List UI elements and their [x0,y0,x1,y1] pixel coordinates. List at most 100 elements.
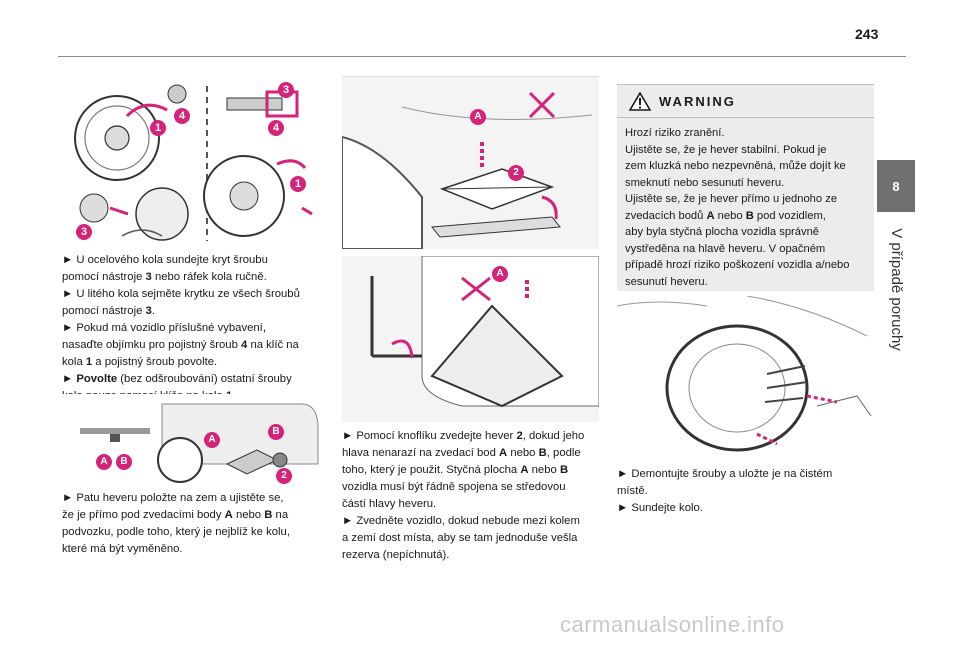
col1-p1: ► U ocelového kola sundejte kryt šroubu p… [62,252,337,286]
text: nebo [714,209,746,222]
figure-wheel-cover: 1 4 3 4 1 3 [62,76,317,246]
chapter-number: 8 [892,178,900,194]
text: zvedacích bodů [625,209,707,222]
jack-points-illustration [80,403,319,483]
text: ► U litého kola sejměte krytku ze všech … [62,288,300,300]
text: pomocí nástroje [62,305,146,317]
text: ► Pomocí knoflíku zvedejte hever [342,430,517,442]
page-number: 243 [855,26,879,42]
col3-p1: ► Demontujte šrouby a uložte je na čisté… [617,466,877,500]
warning-text: Hrozí riziko zranění. Ujistěte se, že je… [625,125,869,290]
col2-instructions: ► Pomocí knoflíku zvedejte hever 2, doku… [342,428,607,564]
callout-4: 4 [174,108,190,124]
warning-line: vystředěna na hlavě heveru. V opačném [625,242,826,255]
text: nebo [528,464,560,476]
figure-jack-points: A B A B 2 [62,394,320,486]
col1-p2: ► U litého kola sejměte krytku ze všech … [62,286,337,320]
text: a pojistný šroub povolte. [92,356,218,368]
text: 3 [145,305,152,317]
wheel-cover-illustration [74,84,313,241]
warning-line: Ujistěte se, že je hever přímo u jednoho… [625,193,838,205]
text: pomocí nástroje [62,271,146,283]
wheel-removal-illustration [617,296,872,452]
text: ► U ocelového kola sundejte kryt šroubu [62,254,268,266]
text: , dokud jeho [522,430,585,442]
chapter-title-text: V případě poruchy [887,227,905,351]
col2-p2: ► Zvedněte vozidlo, dokud nebude mezi ko… [342,513,607,564]
text: toho, který je použit. Styčná plocha [342,464,521,476]
text: A [706,209,715,222]
col3-instructions: ► Demontujte šrouby a uložte je na čisté… [617,466,877,517]
text: A [499,447,508,459]
text: . [151,305,155,317]
text: nebo [232,509,265,521]
warning-line: zvedacích bodů A nebo B pod vozidlem, [625,208,869,225]
text: nasaďte objímku pro pojistný šroub [62,339,242,351]
warning-line: zem kluzká nebo nezpevněná, může dojít k… [625,160,846,172]
text: B [745,209,754,222]
text: B [538,447,547,459]
warning-title: WARNING [659,94,736,109]
text: A [520,464,529,476]
col1-p5: ► Patu heveru položte na zem a ujistěte … [62,490,337,558]
callout-2-raise: 2 [508,165,524,181]
chapter-title: V případě poruchy [877,214,915,364]
callout-a: A [204,432,220,448]
warning-line: Hrozí riziko zranění. [625,127,725,139]
text: nebo ráfek kola ručně. [151,271,267,283]
figure-jack-raise: A 2 [342,76,599,249]
col1-instructions-b: ► Patu heveru položte na zem a ujistěte … [62,490,337,558]
chapter-tab[interactable]: 8 [877,160,915,212]
text: ► Zvedněte vozidlo, dokud nebude mezi ko… [342,515,580,527]
text: 4 [241,339,248,351]
text: pod vozidlem, [753,209,826,222]
text: B [264,509,273,521]
callout-1: 1 [150,120,166,136]
warning-separator [617,117,874,118]
callout-b-left: B [116,454,132,470]
warning-line: Ujistěte se, že je hever stabilní. Pokud… [625,143,827,156]
callout-3: 3 [278,82,294,98]
text: že je přímo pod zvedacími body [62,509,225,521]
col2-p1: ► Pomocí knoflíku zvedejte hever 2, doku… [342,428,607,513]
text: A [224,509,233,521]
text: nebo [507,447,539,459]
warning-line: smeknutí nebo sesunutí heveru. [625,176,785,189]
warning-line: aby byla styčná plocha vozidla správně [625,226,820,238]
text: hlava nenarazí na zvedací bod [342,447,500,459]
text: , podle [546,447,581,459]
text: (bez odšroubování) ostatní šrouby [117,373,292,385]
warning-triangle-icon [629,92,651,111]
text: částí hlavy heveru. [342,498,437,510]
text: 1 [85,356,93,368]
jack-raise-illustration [342,91,593,249]
callout-a-raise: A [470,109,486,125]
text: vozidla musí být řádně spojena se středo… [342,481,566,493]
text: ► [62,373,77,385]
col1-instructions-a: ► U ocelového kola sundejte kryt šroubu p… [62,252,337,405]
callout-b: B [268,424,284,440]
text: na klíč na [247,339,299,351]
text: kola [62,356,86,368]
watermark: carmanualsonline.info [560,612,785,637]
text: 2 [516,430,523,442]
figure-wheel-removal [617,296,874,456]
warning-line: sesunutí heveru. [625,275,708,288]
text: 3 [145,271,152,283]
callout-1b: 1 [290,176,306,192]
col3-p2: ► Sundejte kolo. [617,502,703,514]
top-rule [58,56,906,57]
warning-box: WARNING Hrozí riziko zranění. Ujistěte s… [617,84,874,291]
callout-4b: 4 [268,120,284,136]
callout-a-left: A [96,454,112,470]
warning-header: WARNING [617,85,874,117]
text: které má být vyměněno. [62,543,183,555]
text: rezerva (nepíchnutá). [342,549,450,561]
callout-2: 2 [276,468,292,484]
text: B [559,464,569,476]
text: podvozku, podle toho, který je nejblíž k… [62,526,290,538]
jack-crank-illustration [370,256,599,408]
text: na [272,509,289,521]
callout-a-crank: A [492,266,508,282]
figure-jack-crank: A [342,256,599,422]
